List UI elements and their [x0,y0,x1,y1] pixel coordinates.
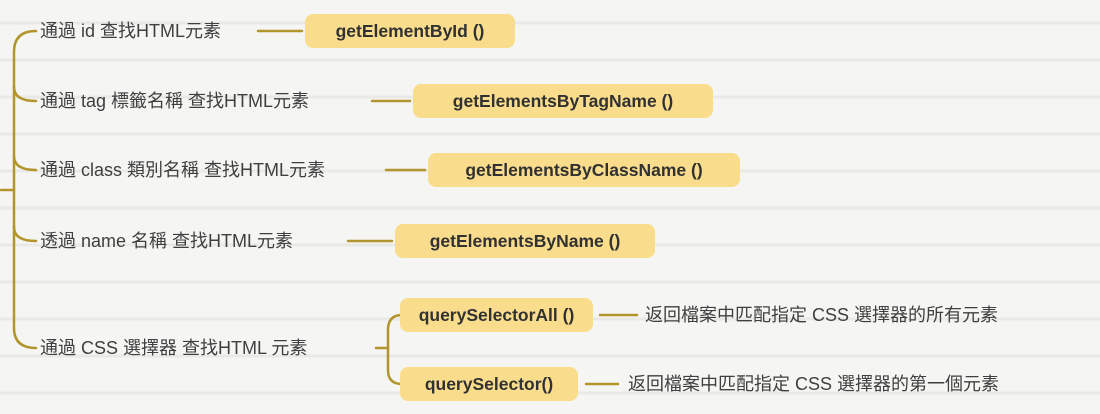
method-node-queryselectorall[interactable]: querySelectorAll () [400,298,593,332]
method-node-getelementsbyclassname[interactable]: getElementsByClassName () [428,153,740,187]
branch-curve-class [12,154,38,172]
css-fork [386,313,404,386]
method-node-getelementsbytagname[interactable]: getElementsByTagName () [413,84,713,118]
branch-label-id[interactable]: 通過 id 查找HTML元素 [40,21,222,41]
trunk-line [12,29,38,350]
branch-curve-name [12,225,38,243]
branch-label-class[interactable]: 通過 class 類別名稱 查找HTML元素 [40,160,326,180]
branch-curve-tag [12,85,38,103]
method-node-getelementbyid[interactable]: getElementById () [305,14,515,48]
method-node-queryselector[interactable]: querySelector() [400,367,578,401]
method-node-getelementsbyname[interactable]: getElementsByName () [395,224,655,258]
branch-label-name[interactable]: 透過 name 名稱 查找HTML元素 [40,231,294,251]
branch-label-css[interactable]: 通過 CSS 選擇器 查找HTML 元素 [40,338,308,358]
description-queryselector[interactable]: 返回檔案中匹配指定 CSS 選擇器的第一個元素 [628,374,1000,394]
description-queryselectorall[interactable]: 返回檔案中匹配指定 CSS 選擇器的所有元素 [645,305,999,325]
branch-label-tag[interactable]: 通過 tag 標籤名稱 查找HTML元素 [40,91,310,111]
